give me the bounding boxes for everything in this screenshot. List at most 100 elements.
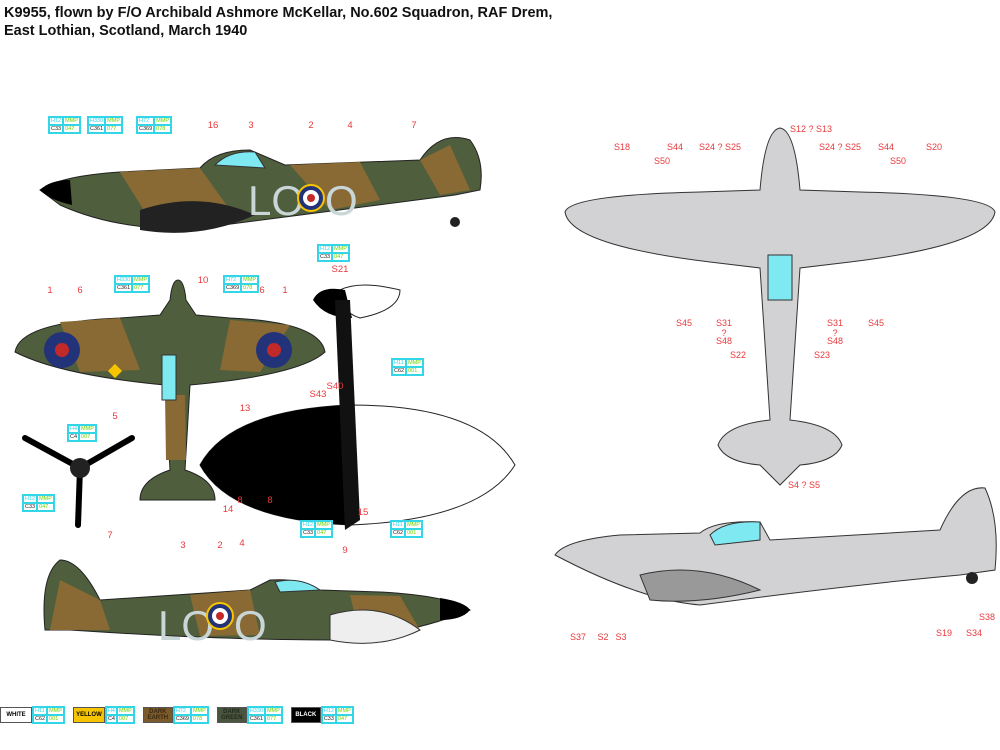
paint-code: 007 (79, 433, 96, 441)
paint-code: H12 (321, 707, 336, 715)
paint-code: MMP (190, 707, 208, 715)
stencil-callout: S38 (978, 612, 996, 622)
callout: 4 (347, 120, 353, 131)
stencil-callout: S22 (729, 350, 747, 360)
paint-code: C369 (224, 284, 242, 292)
paint-code: 007 (116, 715, 134, 723)
paint-code: 001 (47, 715, 64, 723)
stencil-callout: S24 ? S25 (818, 142, 862, 152)
stencil-callout: S18 (613, 142, 631, 152)
stencil-callout: S50 (653, 156, 671, 166)
code-letters: LO (248, 177, 304, 224)
callout: 10 (197, 275, 209, 286)
callout: 2 (217, 540, 223, 551)
stencil-callout: S23 (813, 350, 831, 360)
paint-code: 001 (405, 529, 422, 537)
stencil-callout: S45 (867, 318, 885, 328)
callout: 16 (207, 120, 219, 131)
callout: S43 (309, 389, 327, 400)
paint-code: H330 (115, 276, 133, 284)
stencil-callout: S2 (597, 632, 609, 642)
paint-code: H330 (247, 707, 265, 715)
paint-code: C33 (318, 253, 333, 261)
paint-code: 047 (63, 125, 80, 133)
paint-code: C361 (88, 125, 106, 133)
callout: S21 (331, 264, 349, 275)
paint-code: 001 (406, 367, 423, 375)
paint-code: MMP (79, 425, 96, 433)
paint-code: 047 (315, 529, 332, 537)
stencil-callout: S48 (826, 336, 844, 346)
callout: 14 (222, 504, 234, 515)
stencil-plan-view (564, 127, 996, 486)
stencil-callout: S50 (889, 156, 907, 166)
sheet-title: K9955, flown by F/O Archibald Ashmore Mc… (4, 4, 552, 40)
paint-code: MMP (37, 495, 54, 503)
swatch: YELLOW (72, 707, 105, 723)
stencil-callout: S4 ? S5 (787, 480, 821, 490)
paint-code: H12 (23, 495, 38, 503)
underside-views (199, 284, 516, 530)
callout: 5 (112, 411, 118, 422)
callout: 3 (248, 120, 254, 131)
callout: 8 (237, 495, 243, 506)
paint-code: C33 (301, 529, 316, 537)
swatch: BLACK (290, 707, 321, 723)
paint-code: MMP (405, 521, 422, 529)
code-individual: O (234, 602, 267, 649)
stencil-callout: S12 ? S13 (789, 124, 833, 134)
stencil-callout: S19 (935, 628, 953, 638)
paint-code: 077 (264, 715, 282, 723)
paint-code: C361 (115, 284, 133, 292)
paint-code: H330 (88, 117, 106, 125)
swatch: DARK GREEN (216, 707, 247, 723)
stencil-callout: S34 (965, 628, 983, 638)
stencil-callout: S37 (569, 632, 587, 642)
paint-code: C62 (33, 715, 48, 723)
callout: 15 (357, 507, 369, 518)
paint-code: MMP (406, 359, 423, 367)
callout: 6 (259, 285, 265, 296)
paint-code: C33 (49, 125, 64, 133)
paint-code: C62 (392, 367, 407, 375)
stencil-callout: S44 (666, 142, 684, 152)
paint-code: C33 (23, 503, 38, 511)
paint-code: H11 (33, 707, 48, 715)
paint-code: 077 (105, 125, 122, 133)
stencil-callout: S31 (715, 318, 733, 328)
paint-code: H12 (318, 245, 333, 253)
callout: 4 (239, 538, 245, 549)
stencil-callout: S3 (615, 632, 627, 642)
stencil-callout: S48 (715, 336, 733, 346)
paint-code: 047 (332, 253, 349, 261)
paint-code: H11 (391, 521, 406, 529)
paint-code: C4 (105, 715, 117, 723)
callout: 7 (107, 530, 113, 541)
title-line-2: East Lothian, Scotland, March 1940 (4, 23, 248, 39)
paint-code: MMP (315, 521, 332, 529)
right-side-profile: LO O (43, 559, 472, 649)
code-individual: O (325, 177, 358, 224)
paint-code: 078 (190, 715, 208, 723)
left-side-profile: LO O (39, 137, 482, 233)
stencil-callout: S31 (826, 318, 844, 328)
callout: 13 (239, 403, 251, 414)
callout: 1 (282, 285, 288, 296)
callout: 1 (47, 285, 53, 296)
callout: S40 (326, 381, 344, 392)
paint-code: C33 (321, 715, 336, 723)
